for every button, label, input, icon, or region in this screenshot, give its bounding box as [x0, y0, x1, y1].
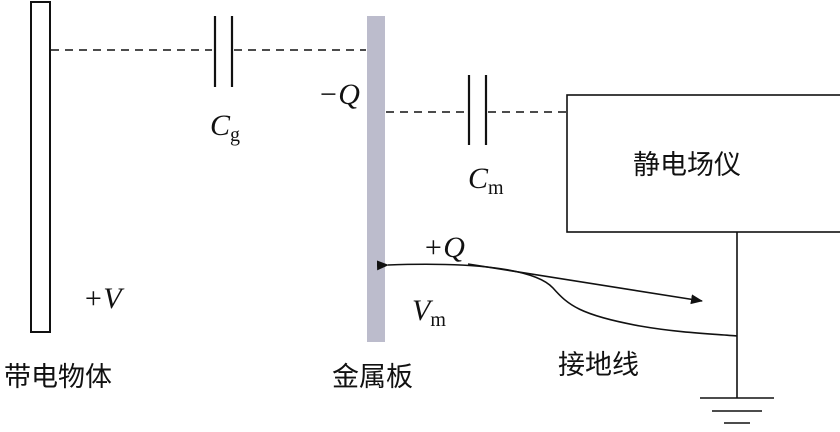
vm-label: Vm	[412, 294, 446, 331]
plus-q-label: +Q	[423, 231, 465, 264]
cm-label: Cm	[468, 162, 504, 199]
minus-q-label: −Q	[318, 78, 360, 111]
cg-label: Cg	[210, 109, 240, 146]
metal-plate-body	[367, 16, 385, 342]
metal-plate-label: 金属板	[332, 362, 413, 393]
meter-label: 静电场仪	[633, 150, 741, 181]
charged-object-label: 带电物体	[4, 362, 112, 393]
charged-object-body	[30, 1, 51, 333]
meter-box	[566, 94, 840, 233]
plus-v-label: +V	[83, 282, 125, 315]
ground-wire-label: 接地线	[558, 350, 639, 381]
charge-flow-arrow	[467, 263, 703, 305]
